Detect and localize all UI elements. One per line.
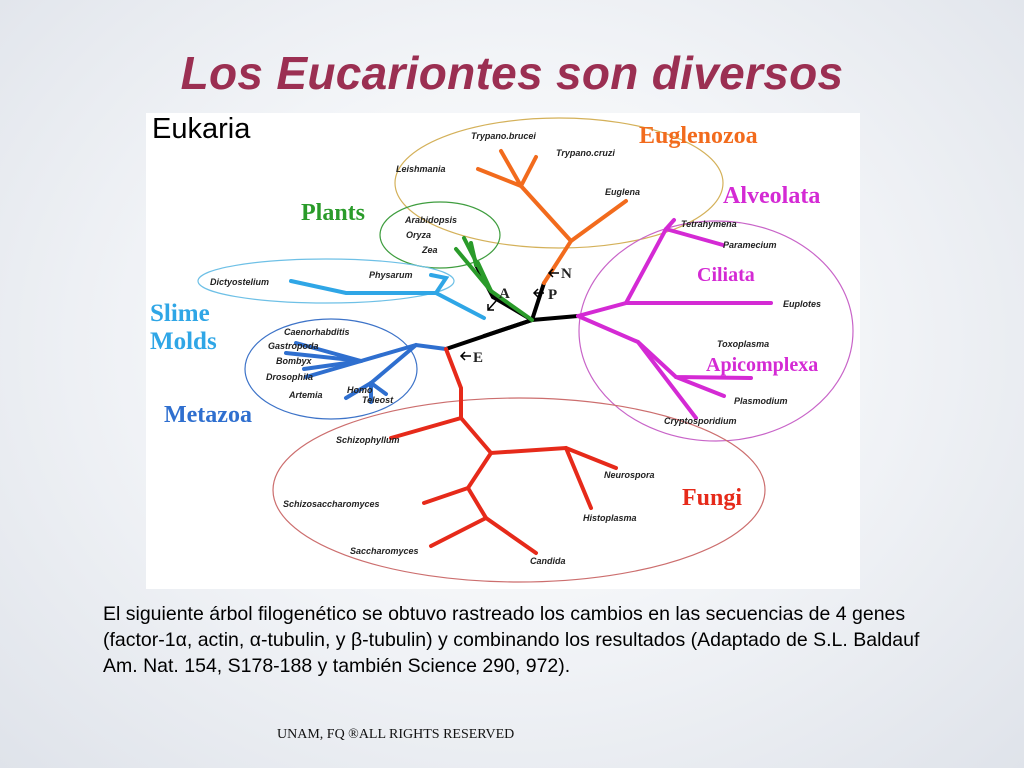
plants-ellipse bbox=[379, 201, 501, 269]
group-label-metazoa: Metazoa bbox=[164, 402, 252, 428]
leaf-euplotes: Euplotes bbox=[783, 299, 821, 309]
leaf-plasmodium: Plasmodium bbox=[734, 396, 788, 406]
leaf-teleost: Teleost bbox=[362, 395, 394, 405]
leaf-trypano-cruzi: Trypano.cruzi bbox=[556, 148, 615, 158]
group-label-alveolata: Alveolata bbox=[723, 183, 820, 209]
leaf-homo: Homo bbox=[347, 385, 373, 395]
leaf-oryza: Oryza bbox=[406, 230, 431, 240]
leaf-paramecium: Paramecium bbox=[723, 240, 777, 250]
leaf-schizophyllum: Schizophyllum bbox=[336, 435, 400, 445]
figure-caption: El siguiente árbol filogenético se obtuv… bbox=[103, 603, 920, 677]
leaf-leishmania: Leishmania bbox=[396, 164, 446, 174]
leaf-gastropoda: Gastropoda bbox=[268, 341, 319, 351]
group-label-euglenozoa: Euglenozoa bbox=[639, 123, 758, 149]
leaf-physarum: Physarum bbox=[369, 270, 413, 280]
copyright-footer: UNAM, FQ ®ALL RIGHTS RESERVED bbox=[277, 727, 515, 742]
alveolata-branches bbox=[576, 218, 773, 420]
metazoa-ellipse bbox=[244, 318, 418, 420]
slide-title: Los Eucariontes son diversos bbox=[180, 47, 844, 99]
fungi-ellipse bbox=[272, 397, 766, 583]
leaf-trypano-brucei: Trypano.brucei bbox=[471, 131, 536, 141]
group-label-fungi: Fungi bbox=[682, 485, 742, 511]
group-label-ciliata: Ciliata bbox=[697, 264, 755, 286]
leaf-artemia: Artemia bbox=[288, 390, 323, 400]
fungi-branches bbox=[389, 347, 618, 555]
leaf-toxoplasma: Toxoplasma bbox=[717, 339, 769, 349]
leaf-euglena: Euglena bbox=[605, 187, 640, 197]
node-a-label: A bbox=[499, 286, 510, 302]
leaf-candida: Candida bbox=[530, 556, 566, 566]
node-n-label: N bbox=[561, 266, 572, 282]
alveolata-ellipse bbox=[578, 220, 854, 442]
leaf-dictyostelium: Dictyostelium bbox=[210, 277, 269, 287]
leaf-arabidopsis: Arabidopsis bbox=[404, 215, 457, 225]
slime-molds-branches bbox=[289, 273, 486, 320]
leaf-histoplasma: Histoplasma bbox=[583, 513, 637, 523]
eukaria-label: Eukaria bbox=[152, 113, 251, 145]
group-label-apicomplexa: Apicomplexa bbox=[706, 354, 818, 376]
leaf-bombyx: Bombyx bbox=[276, 356, 313, 366]
leaf-zea: Zea bbox=[421, 245, 438, 255]
group-label-plants: Plants bbox=[301, 200, 365, 226]
plants-branches bbox=[454, 236, 534, 322]
euglenozoa-branches bbox=[476, 149, 628, 285]
metazoa-branches bbox=[284, 341, 448, 404]
leaf-drosophila: Drosophila bbox=[266, 372, 313, 382]
slime-molds-ellipse bbox=[197, 258, 455, 304]
leaf-neurospora: Neurospora bbox=[604, 470, 655, 480]
leaf-cryptosporidium: Cryptosporidium bbox=[664, 416, 737, 426]
node-arrows bbox=[459, 268, 559, 361]
phylogenetic-tree-figure: N P A E Euglenozoa Alveolata Ciliata Api… bbox=[146, 113, 860, 589]
group-label-molds: Molds bbox=[150, 328, 217, 355]
tree-diagram: N P A E Euglenozoa Alveolata Ciliata Api… bbox=[150, 117, 854, 583]
leaf-caenorhabditis: Caenorhabditis bbox=[284, 327, 350, 337]
node-p-label: P bbox=[548, 287, 557, 303]
euglenozoa-ellipse bbox=[394, 117, 724, 249]
node-e-label: E bbox=[473, 350, 483, 366]
leaf-schizosaccharomyces: Schizosaccharomyces bbox=[283, 499, 380, 509]
group-label-slime: Slime bbox=[150, 300, 210, 327]
leaf-tetrahymena: Tetrahymena bbox=[681, 219, 737, 229]
leaf-saccharomyces: Saccharomyces bbox=[350, 546, 419, 556]
